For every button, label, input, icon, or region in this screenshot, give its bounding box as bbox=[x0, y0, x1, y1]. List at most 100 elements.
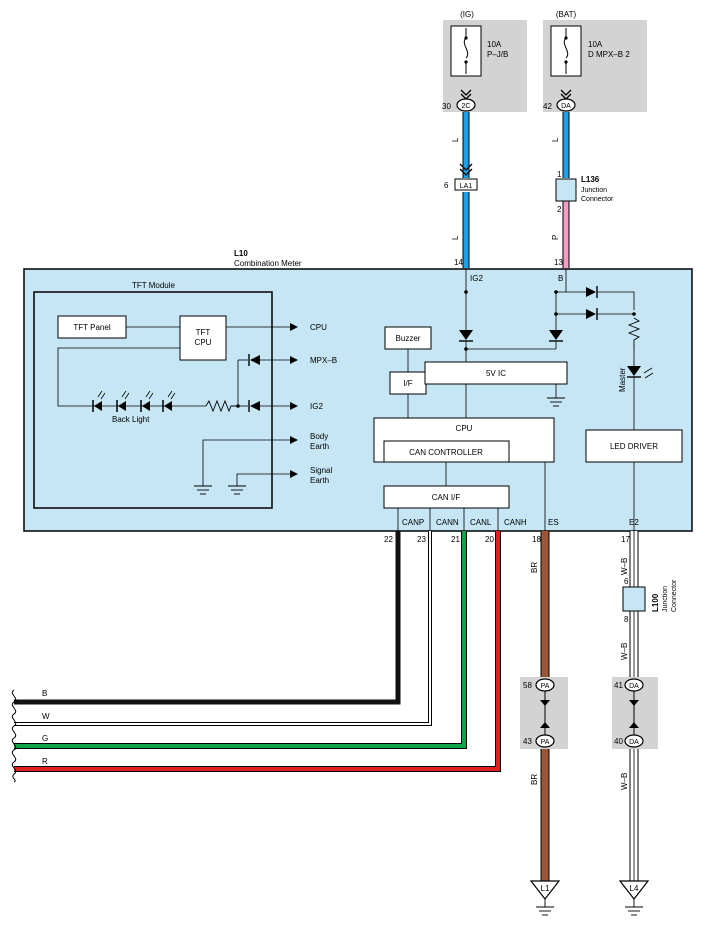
svg-text:8: 8 bbox=[624, 615, 629, 624]
harness-code-g: G bbox=[42, 734, 48, 743]
harness-code-b: B bbox=[42, 689, 47, 698]
meter-id: L10 bbox=[234, 249, 248, 258]
svg-text:DA: DA bbox=[629, 739, 639, 746]
svg-text:Connector: Connector bbox=[671, 579, 678, 612]
svg-text:DA: DA bbox=[561, 103, 571, 110]
arrow-right-icon bbox=[290, 436, 298, 444]
tft-sig-ig2: IG2 bbox=[310, 402, 323, 411]
fuse-ig-rating: 10A bbox=[487, 40, 502, 49]
connector-da-lower: DA 41 DA 40 bbox=[612, 677, 658, 749]
diode-icon bbox=[248, 400, 290, 412]
arrow-down-icon bbox=[629, 700, 639, 706]
svg-text:DA: DA bbox=[629, 683, 639, 690]
wire-es bbox=[540, 531, 550, 881]
svg-text:Connector: Connector bbox=[581, 196, 614, 203]
ground-icon bbox=[194, 485, 212, 495]
harness-wire-r bbox=[14, 531, 501, 772]
fuse-ig-pin: 30 bbox=[442, 102, 451, 111]
junction-connector-l100: 6 8 L100 Junction Connector bbox=[622, 577, 678, 624]
svg-text:PA: PA bbox=[541, 683, 550, 690]
arrow-up-icon bbox=[540, 722, 550, 728]
pin-number-17: 17 bbox=[621, 535, 630, 544]
pin-number-21: 21 bbox=[451, 535, 460, 544]
ground-icon bbox=[547, 397, 565, 407]
can-if-block bbox=[383, 485, 510, 509]
backlight-led-icon bbox=[92, 390, 176, 412]
fuse-ig-name: P–J/B bbox=[487, 50, 508, 59]
arrow-up-icon bbox=[629, 722, 639, 728]
svg-text:2C: 2C bbox=[462, 103, 471, 110]
pin-label-e2: E2 bbox=[629, 518, 639, 527]
fuse-bat-element bbox=[563, 37, 569, 59]
tft-sig-cpu: CPU bbox=[310, 323, 327, 332]
svg-text:5V IC: 5V IC bbox=[486, 369, 506, 378]
pin-label-es: ES bbox=[548, 518, 559, 527]
meter-pin-ig2: 14 bbox=[454, 258, 463, 267]
harness-wire-g bbox=[14, 531, 467, 749]
svg-text:CPU: CPU bbox=[456, 424, 473, 433]
ground-point-l1: L1 bbox=[529, 880, 561, 916]
svg-text:LED DRIVER: LED DRIVER bbox=[610, 442, 658, 451]
wire-code-e2-lower: W–B bbox=[620, 773, 629, 790]
fuse-ig-header: (IG) bbox=[460, 10, 474, 19]
connector-da: DA bbox=[556, 98, 576, 112]
svg-text:6: 6 bbox=[624, 577, 629, 586]
harness-wire-w bbox=[14, 531, 432, 726]
connector-2c: 2C bbox=[456, 98, 476, 112]
tft-sig-body: Body bbox=[310, 432, 328, 441]
wire-code-ig-lower: L bbox=[451, 235, 460, 240]
arrow-right-icon bbox=[290, 356, 298, 364]
fuse-bat-rating: 10A bbox=[588, 40, 603, 49]
meter-label-b: B bbox=[558, 274, 563, 283]
svg-text:L4: L4 bbox=[630, 884, 639, 893]
wire-code-bat-lower: P bbox=[551, 235, 560, 240]
arrow-right-icon bbox=[290, 402, 298, 410]
svg-text:L1: L1 bbox=[541, 884, 550, 893]
pin-number-20: 20 bbox=[485, 535, 494, 544]
svg-text:41: 41 bbox=[614, 681, 623, 690]
harness-code-r: R bbox=[42, 757, 48, 766]
tft-sig-signal-2: Earth bbox=[310, 476, 329, 485]
ground-icon bbox=[625, 906, 643, 916]
ic5v-block bbox=[424, 361, 568, 385]
svg-text:2: 2 bbox=[557, 205, 562, 214]
svg-text:6: 6 bbox=[444, 181, 449, 190]
svg-text:40: 40 bbox=[614, 737, 623, 746]
resistor-icon bbox=[627, 317, 641, 350]
wire-code-ig-upper: L bbox=[451, 137, 460, 142]
pin-label-canl: CANL bbox=[470, 518, 492, 527]
tft-module: TFT Module TFT Panel TFT CPU CPU Back Li… bbox=[33, 281, 337, 509]
svg-text:CAN I/F: CAN I/F bbox=[432, 493, 461, 502]
ground-icon bbox=[228, 485, 246, 495]
tft-sig-body-2: Earth bbox=[310, 442, 329, 451]
pin-number-23: 23 bbox=[417, 535, 426, 544]
fuse-ig-element bbox=[463, 37, 469, 59]
svg-text:43: 43 bbox=[523, 737, 532, 746]
svg-text:TFT: TFT bbox=[196, 328, 211, 337]
ground-point-l4: L4 bbox=[618, 880, 650, 916]
fuse-ig: (IG) 10A P–J/B 30 bbox=[442, 10, 527, 112]
master-label: Master bbox=[618, 367, 627, 392]
diode-icon bbox=[248, 354, 290, 366]
svg-text:L100: L100 bbox=[651, 593, 660, 612]
wire-code-bat-upper: L bbox=[551, 137, 560, 142]
svg-text:CAN CONTROLLER: CAN CONTROLLER bbox=[409, 448, 483, 457]
arrow-right-icon bbox=[290, 470, 298, 478]
svg-text:58: 58 bbox=[523, 681, 532, 690]
tft-sig-mpxb: MPX–B bbox=[310, 356, 337, 365]
fuse-bat-pin: 42 bbox=[543, 102, 552, 111]
wire-ig bbox=[462, 112, 470, 268]
svg-text:L136: L136 bbox=[581, 175, 600, 184]
can-controller-block bbox=[383, 440, 510, 463]
svg-text:PA: PA bbox=[541, 739, 550, 746]
pin-number-18: 18 bbox=[532, 535, 541, 544]
ground-icon bbox=[536, 906, 554, 916]
fuse-bat-name: D MPX–B 2 bbox=[588, 50, 630, 59]
meter-pin-b: 13 bbox=[554, 258, 563, 267]
harness-wire-b bbox=[14, 531, 401, 705]
wire-bat bbox=[562, 112, 570, 268]
svg-text:LA1: LA1 bbox=[460, 183, 473, 190]
svg-text:I/F: I/F bbox=[403, 379, 412, 388]
wire-break-icon bbox=[11, 689, 17, 783]
